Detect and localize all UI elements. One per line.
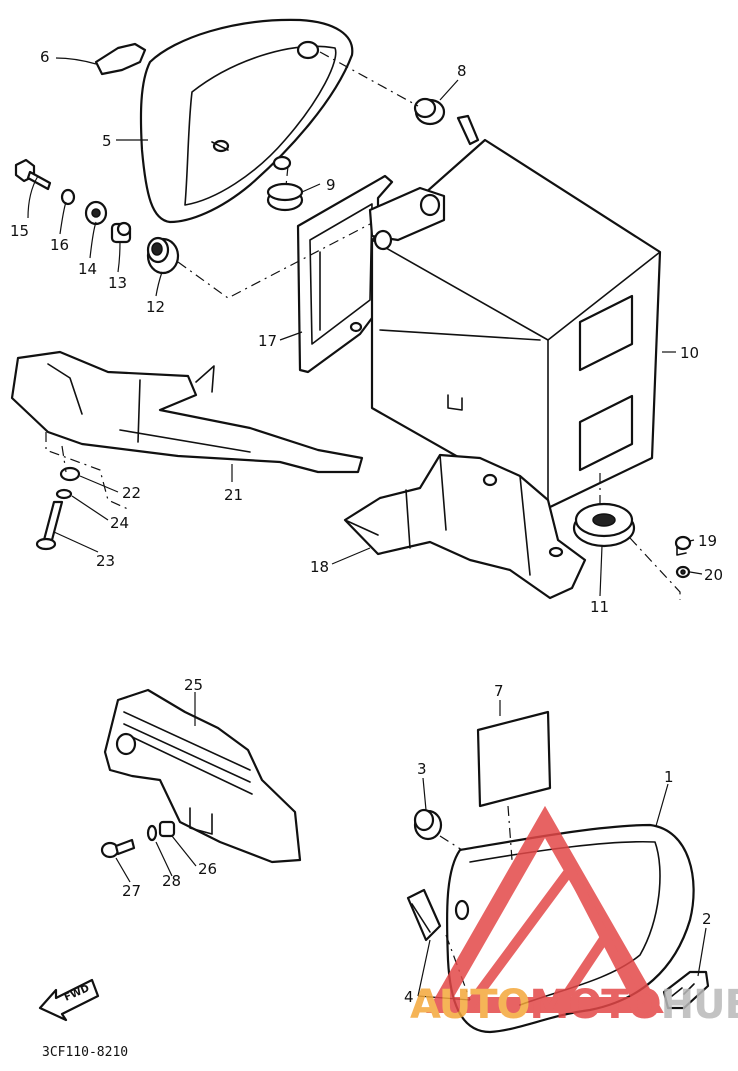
callout-24: 24	[110, 514, 129, 532]
assembly-centre-lines	[45, 51, 681, 1001]
watermark-part1: AUTO	[410, 982, 530, 1028]
callout-16: 16	[50, 236, 69, 254]
leader-lines	[27, 57, 707, 1001]
callout-11: 11	[590, 598, 609, 616]
part-14-washer	[84, 200, 108, 226]
callout-28: 28	[162, 872, 181, 890]
callout-26: 26	[198, 860, 217, 878]
part-2-emblem	[662, 970, 710, 1010]
part-27-screw	[100, 838, 136, 859]
part-11-damper	[572, 502, 636, 548]
part-26-grommet	[158, 820, 176, 838]
callout-12: 12	[146, 298, 165, 316]
watermark-part2: MOTO	[530, 982, 661, 1028]
part-4-damper	[406, 888, 442, 942]
diagram-code: 3CF110-8210	[42, 1045, 128, 1060]
callout-23: 23	[96, 552, 115, 570]
part-21-duct	[10, 350, 364, 474]
part-9-damper	[266, 182, 304, 212]
callout-6: 6	[40, 48, 50, 66]
callout-18: 18	[310, 558, 329, 576]
callout-27: 27	[122, 882, 141, 900]
part-8-grommet	[413, 97, 446, 126]
part-15-bolt	[14, 158, 52, 191]
callout-8: 8	[457, 62, 467, 80]
automotohub-watermark-logo: AUTOMOTOHUB	[410, 805, 738, 1028]
fwd-arrow-icon: FWD	[38, 978, 100, 1022]
part-24-washer	[55, 488, 73, 500]
part-25-lower-panel	[103, 688, 302, 864]
callout-1: 1	[664, 768, 674, 786]
callout-19: 19	[698, 532, 717, 550]
callout-14: 14	[78, 260, 97, 278]
callout-7: 7	[494, 682, 504, 700]
callout-5: 5	[102, 132, 112, 150]
callout-17: 17	[258, 332, 277, 350]
part-7-label	[476, 710, 552, 808]
part-19-screw	[674, 535, 692, 556]
part-16-washer	[60, 188, 76, 206]
callout-20: 20	[704, 566, 723, 584]
callout-2: 2	[702, 910, 712, 928]
part-10-box	[368, 114, 662, 510]
part-22-collar	[59, 466, 81, 482]
part-23-bolt	[35, 500, 64, 551]
part-12-grommet	[146, 236, 180, 275]
callout-22: 22	[122, 484, 141, 502]
callout-9: 9	[326, 176, 336, 194]
part-3-grommet	[413, 808, 443, 841]
callout-15: 15	[10, 222, 29, 240]
part-5-side-cover	[139, 18, 354, 224]
part-28-washer	[146, 824, 158, 842]
callout-3: 3	[417, 760, 427, 778]
callout-21: 21	[224, 486, 243, 504]
callout-25: 25	[184, 676, 203, 694]
part-18-lower-bracket	[343, 453, 587, 600]
watermark-part3: HUB	[661, 982, 738, 1028]
part-6-emblem	[94, 42, 147, 76]
callout-labels: 6 5 8 9 10 11 15 16 14 13 12 17 18 19 20…	[10, 48, 723, 1006]
callout-10: 10	[680, 344, 699, 362]
callout-4: 4	[404, 988, 414, 1006]
part-20-washer	[675, 565, 691, 579]
callout-13: 13	[108, 274, 127, 292]
svg-text:AUTOMOTOHUB: AUTOMOTOHUB	[410, 982, 738, 1028]
part-13-collar	[110, 221, 132, 244]
